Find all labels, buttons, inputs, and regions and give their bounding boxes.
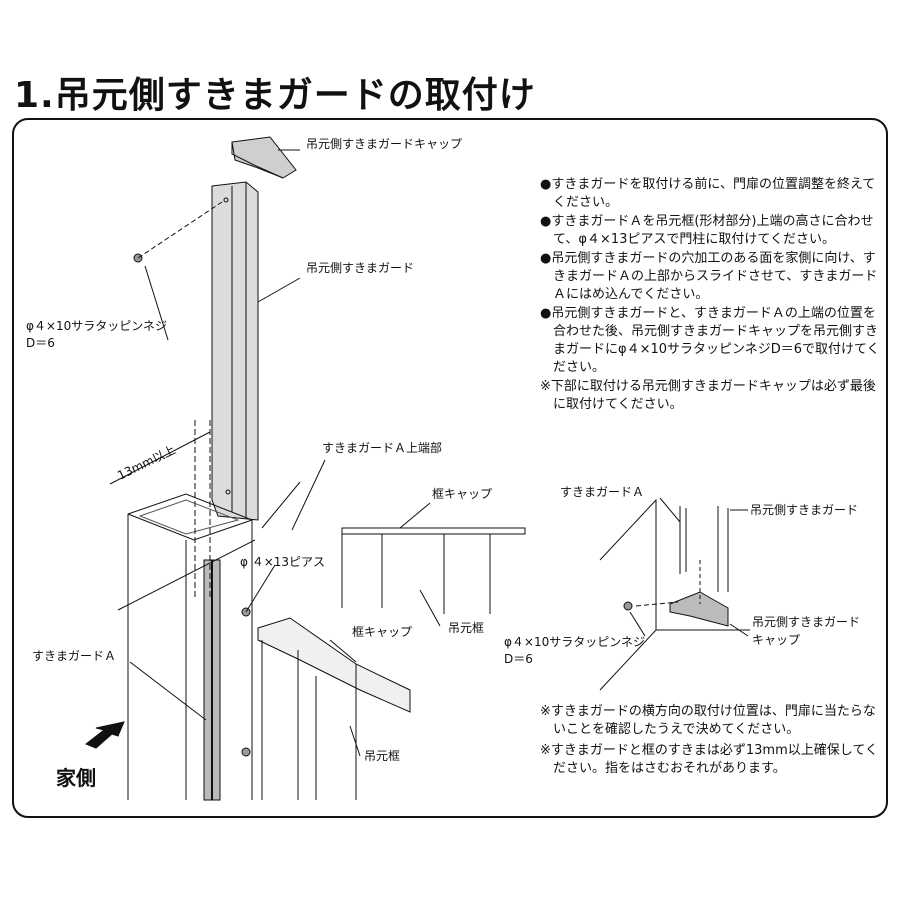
gate-post: [127, 493, 253, 800]
caution-item: ※すきまガードと框のすきまは必ず13mm以上確保してください。指をはさむおそれが…: [540, 743, 878, 776]
note-item: ●吊元側すきまガードと、すきまガードＡの上端の位置を合わせた後、吊元側すきまガー…: [540, 306, 880, 375]
label-guard-a-top: すきまガードＡ上端部: [322, 440, 442, 455]
label-cap-top: 吊元側すきまガードキャップ: [306, 137, 462, 151]
label-hanging-frame1: 吊元框: [448, 621, 484, 635]
caution-item: ※すきまガードの横方向の取付け位置は、門扉に当たらないことを確認したうえで決めて…: [540, 704, 876, 737]
label-detail-guard: 吊元側すきまガード: [750, 503, 858, 517]
hanging-frame: [257, 617, 411, 713]
label-gap: 13mm以上: [115, 443, 177, 483]
label-detail-screw-b: D＝6: [504, 652, 533, 666]
label-hanging-frame2: 吊元框: [364, 749, 400, 763]
label-screw1-b: D＝6: [26, 336, 55, 350]
label-detail-screw-a: φ４×10サラタッピンネジ: [504, 635, 645, 649]
label-screw1-a: φ４×10サラタッピンネジ: [26, 319, 167, 333]
label-guard-a: すきまガードＡ: [32, 649, 116, 663]
house-side-arrow: [85, 721, 125, 749]
note-item: ※下部に取付ける吊元側すきまガードキャップは必ず最後に取付けてください。: [540, 379, 876, 412]
guard-cap-part: [231, 136, 297, 179]
instruction-notes: ●すきまガードを取付ける前に、門扉の位置調整を終えてください。 ●すきまガードＡ…: [540, 176, 885, 415]
content-frame: [12, 118, 888, 818]
house-side-label: 家側: [56, 766, 96, 790]
hanging-guard-part: [211, 181, 259, 521]
label-detail-cap-b: キャップ: [752, 633, 800, 647]
label-detail-guard-a: すきまガードＡ: [560, 485, 644, 499]
note-item: ●吊元側すきまガードの穴加工のある面を家側に向け、すきまガードＡの上部からスライ…: [540, 251, 878, 302]
page-title: 1.吊元側すきまガードの取付け: [14, 75, 536, 116]
detail-guard-cap: [669, 591, 729, 627]
note-item: ●すきまガードを取付ける前に、門扉の位置調整を終えてください。: [540, 177, 876, 210]
label-frame-cap1: 框キャップ: [432, 487, 492, 501]
label-guard: 吊元側すきまガード: [306, 261, 414, 275]
label-detail-cap-a: 吊元側すきまガード: [752, 615, 860, 629]
note-item: ●すきまガードＡを吊元框(形材部分)上端の高さに合わせて、φ４×13ピアスで門柱…: [540, 214, 874, 247]
label-frame-cap2: 框キャップ: [352, 625, 412, 639]
label-pierce: φ ４×13ピアス: [240, 555, 325, 569]
caution-notes: ※すきまガードの横方向の取付け位置は、門扉に当たらないことを確認したうえで決めて…: [540, 703, 885, 781]
